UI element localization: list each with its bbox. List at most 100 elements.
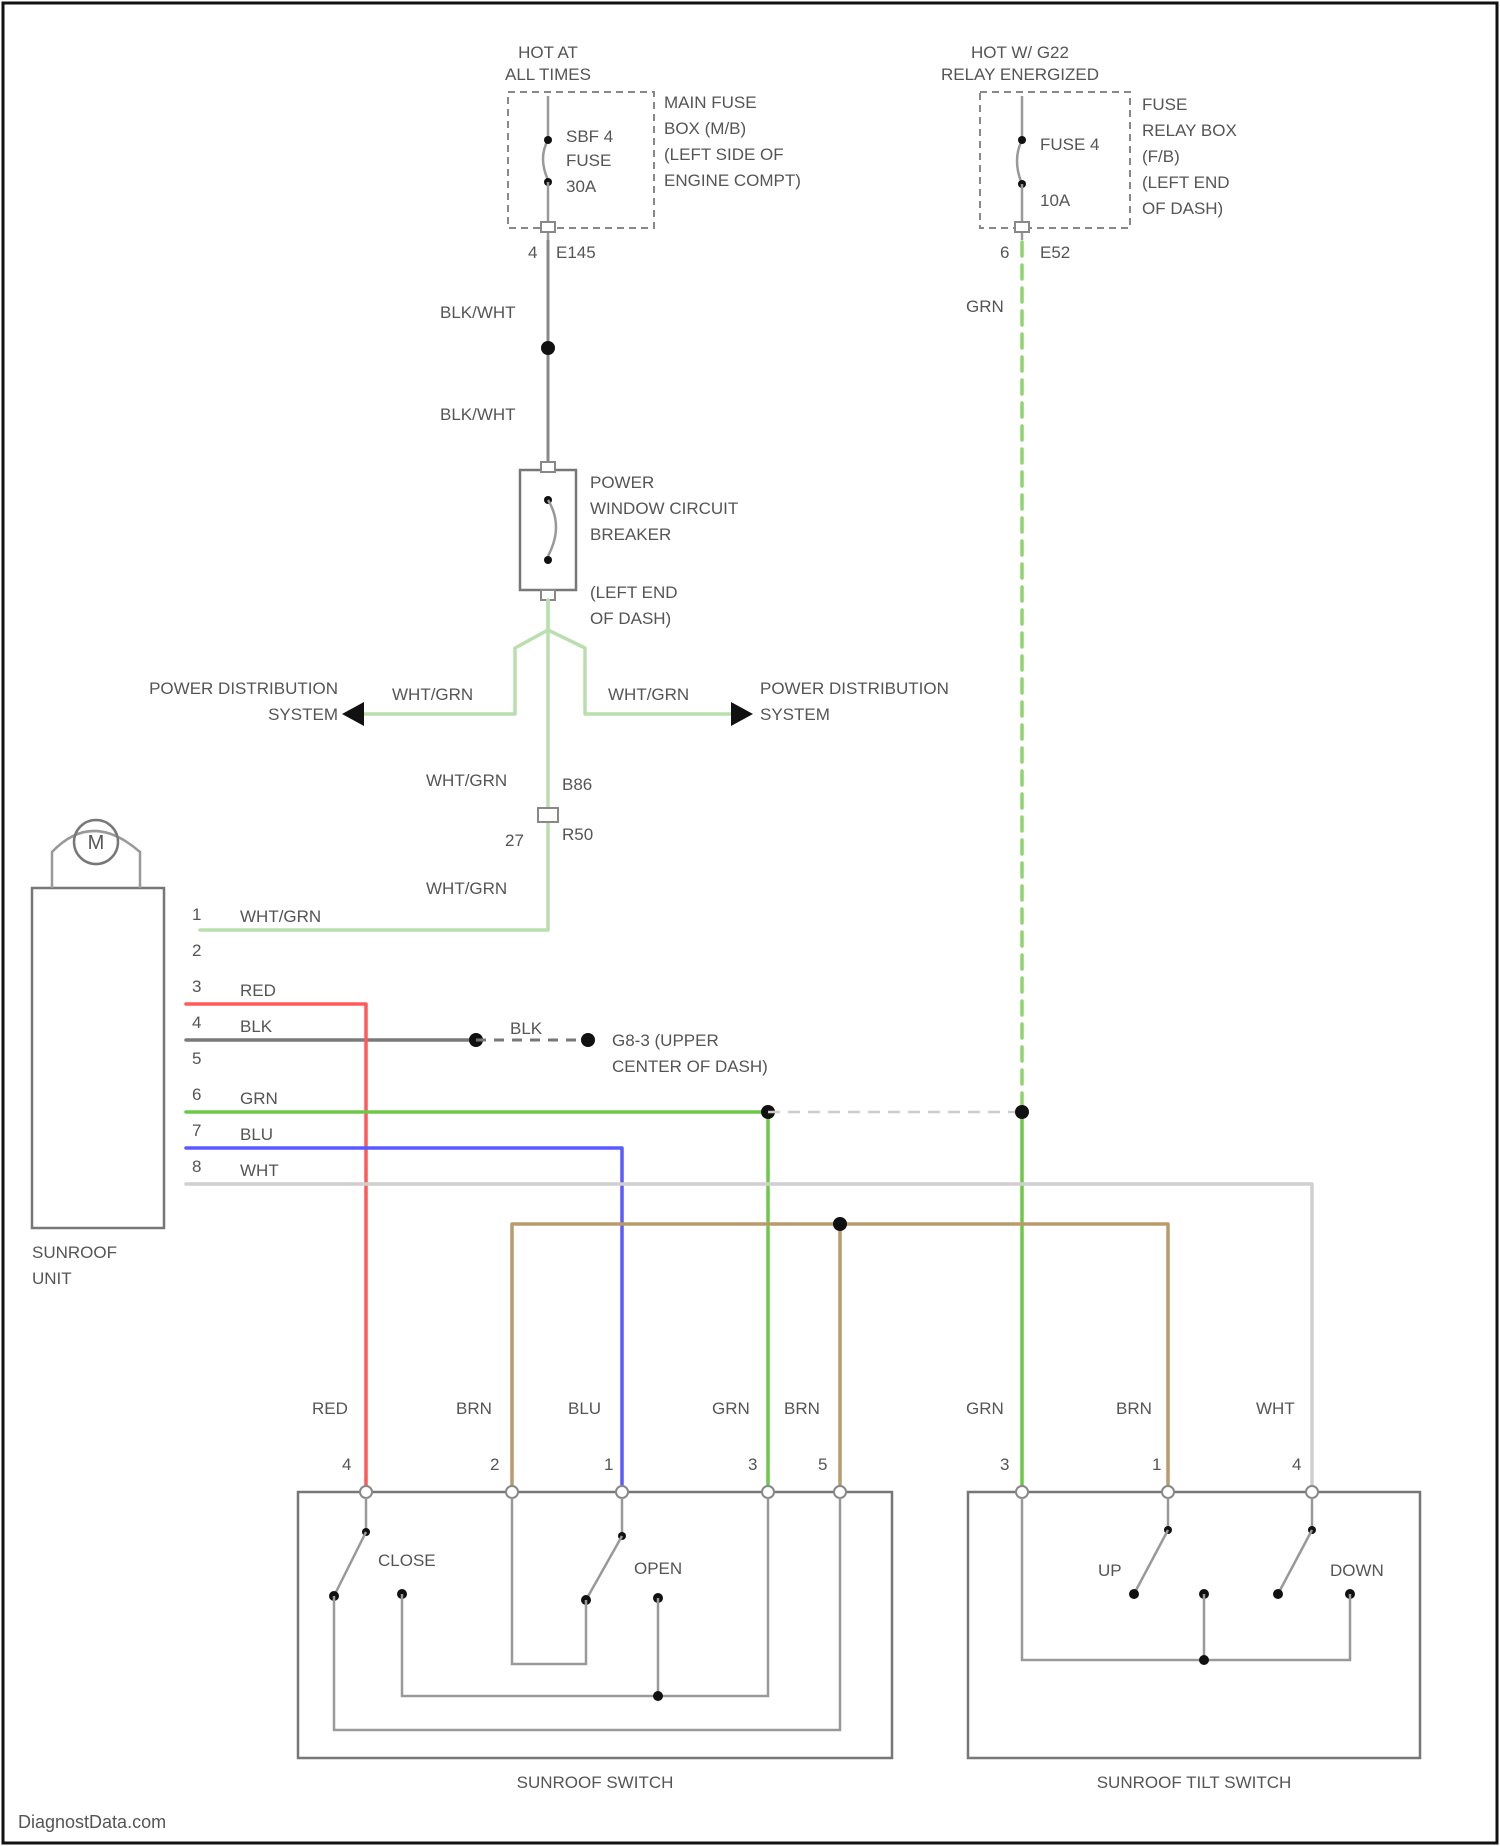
down-blade xyxy=(1278,1530,1312,1594)
sbf4-fuse-label1: SBF 4 xyxy=(566,127,613,146)
sw-pin-1: 1 xyxy=(604,1455,613,1474)
sw-terminal-4 xyxy=(360,1486,372,1498)
main-fuse-box-line2: BOX (M/B) xyxy=(664,119,746,138)
tilt-switch-label: SUNROOF TILT SWITCH xyxy=(1097,1773,1292,1792)
pds-right-line1: POWER DISTRIBUTION xyxy=(760,679,949,698)
e145-connector xyxy=(541,222,555,232)
hot-at-all-times-line2: ALL TIMES xyxy=(505,65,591,84)
relay-box-line5: OF DASH) xyxy=(1142,199,1223,218)
unit-wire-red: RED xyxy=(240,981,276,1000)
e52-connector-label: E52 xyxy=(1040,243,1070,262)
tilt-internal-splice xyxy=(1199,1655,1209,1665)
down-label: DOWN xyxy=(1330,1561,1384,1580)
blk-wht-label-lower: BLK/WHT xyxy=(440,405,516,424)
ground-wire-label: BLK xyxy=(510,1019,543,1038)
sunroof-unit-body xyxy=(32,888,164,1228)
sunroof-unit-label2: UNIT xyxy=(32,1269,72,1288)
unit-pin-3: 3 xyxy=(192,977,201,996)
grn-splice-tilt xyxy=(1015,1105,1029,1119)
motor-label: M xyxy=(88,832,105,854)
wht-grn-label-right: WHT/GRN xyxy=(608,685,689,704)
grn-wire-label-top: GRN xyxy=(966,297,1004,316)
tilt-label-wht: WHT xyxy=(1256,1399,1295,1418)
e52-connector xyxy=(1015,222,1029,232)
tilt-pin-4: 4 xyxy=(1292,1455,1301,1474)
open-blade xyxy=(586,1536,622,1600)
tilt-terminal-4 xyxy=(1306,1486,1318,1498)
tilt-terminal-1 xyxy=(1162,1486,1174,1498)
main-fuse-box: HOT AT ALL TIMES MAIN FUSE BOX (M/B) (LE… xyxy=(505,43,801,262)
pds-left-line1: POWER DISTRIBUTION xyxy=(149,679,338,698)
unit-wire-blu: BLU xyxy=(240,1125,273,1144)
unit-pin-7: 7 xyxy=(192,1121,201,1140)
sunroof-switch-label: SUNROOF SWITCH xyxy=(517,1773,674,1792)
sw-terminal-5 xyxy=(834,1486,846,1498)
close-label: CLOSE xyxy=(378,1551,436,1570)
sw-pin-5: 5 xyxy=(818,1455,827,1474)
unit-pin-5: 5 xyxy=(192,1049,201,1068)
ground-circuit: BLK G8-3 (UPPER CENTER OF DASH) xyxy=(186,1019,768,1076)
hot-at-all-times-line1: HOT AT xyxy=(518,43,578,62)
breaker-element xyxy=(548,500,556,556)
sw-label-brn2: BRN xyxy=(784,1399,820,1418)
sw-terminal-3 xyxy=(762,1486,774,1498)
tilt-pin-3: 3 xyxy=(1000,1455,1009,1474)
unit-wire-wht-grn: WHT/GRN xyxy=(240,907,321,926)
e145-pin-4: 4 xyxy=(528,243,537,262)
tilt-internal-grn-path xyxy=(1022,1498,1350,1660)
fuse4-label1: FUSE 4 xyxy=(1040,135,1100,154)
power-window-circuit-breaker: POWER WINDOW CIRCUIT BREAKER (LEFT END O… xyxy=(520,462,738,628)
sw-internal-brn-path xyxy=(512,1498,586,1664)
unit-wire-grn: GRN xyxy=(240,1089,278,1108)
unit-pin-8: 8 xyxy=(192,1157,201,1176)
pds-right-line2: SYSTEM xyxy=(760,705,830,724)
up-blade xyxy=(1134,1530,1168,1594)
open-label: OPEN xyxy=(634,1559,682,1578)
sw-pin-4: 4 xyxy=(342,1455,351,1474)
breaker-label-line5: OF DASH) xyxy=(590,609,671,628)
r50-pin-27: 27 xyxy=(505,831,524,850)
relay-fuse-box: HOT W/ G22 RELAY ENERGIZED FUSE RELAY BO… xyxy=(941,43,1237,262)
unit-pin-6: 6 xyxy=(192,1085,201,1104)
breaker-contact-bottom xyxy=(544,556,552,564)
sbf4-fuse-label3: 30A xyxy=(566,177,597,196)
sunroof-switch-outline xyxy=(298,1492,892,1758)
sw-label-blu: BLU xyxy=(568,1399,601,1418)
sw-terminal-1 xyxy=(616,1486,628,1498)
sunroof-switch: CLOSE OPEN SUNROOF SWITCH xyxy=(298,1486,892,1792)
watermark: DiagnostData.com xyxy=(18,1812,166,1832)
tilt-pin-1: 1 xyxy=(1152,1455,1161,1474)
sw-terminal-2 xyxy=(506,1486,518,1498)
brn-splice xyxy=(833,1217,847,1231)
pds-right-arrow xyxy=(731,702,753,726)
pds-left-line2: SYSTEM xyxy=(268,705,338,724)
fuse4-label2: 10A xyxy=(1040,191,1071,210)
sw-pin-2: 2 xyxy=(490,1455,499,1474)
main-fuse-box-line3: (LEFT SIDE OF xyxy=(664,145,784,164)
sw-label-grn: GRN xyxy=(712,1399,750,1418)
sw-label-red: RED xyxy=(312,1399,348,1418)
wht-grn-label-left: WHT/GRN xyxy=(392,685,473,704)
hot-relay-line1: HOT W/ G22 xyxy=(971,43,1069,62)
unit-wire-wht: WHT xyxy=(240,1161,279,1180)
wht-grn-label-mid: WHT/GRN xyxy=(426,771,507,790)
unit-pin-4: 4 xyxy=(192,1013,201,1032)
unit-pin-2: 2 xyxy=(192,941,201,960)
sunroof-unit-label1: SUNROOF xyxy=(32,1243,117,1262)
ground-point xyxy=(581,1033,595,1047)
circuit-breaker-top-terminal xyxy=(541,462,555,472)
tilt-terminal-3 xyxy=(1016,1486,1028,1498)
up-contact-a xyxy=(1129,1589,1139,1599)
close-blade xyxy=(334,1532,366,1596)
up-label: UP xyxy=(1098,1561,1122,1580)
tilt-label-grn: GRN xyxy=(966,1399,1004,1418)
relay-box-line1: FUSE xyxy=(1142,95,1187,114)
hot-relay-line2: RELAY ENERGIZED xyxy=(941,65,1099,84)
unit-pin-1: 1 xyxy=(192,905,201,924)
b86-connector-label: B86 xyxy=(562,775,592,794)
wht-grn-label-low: WHT/GRN xyxy=(426,879,507,898)
circuit-breaker-outline xyxy=(520,470,576,590)
relay-box-line3: (F/B) xyxy=(1142,147,1180,166)
ground-label2: CENTER OF DASH) xyxy=(612,1057,768,1076)
wht-wire xyxy=(186,1184,1312,1486)
